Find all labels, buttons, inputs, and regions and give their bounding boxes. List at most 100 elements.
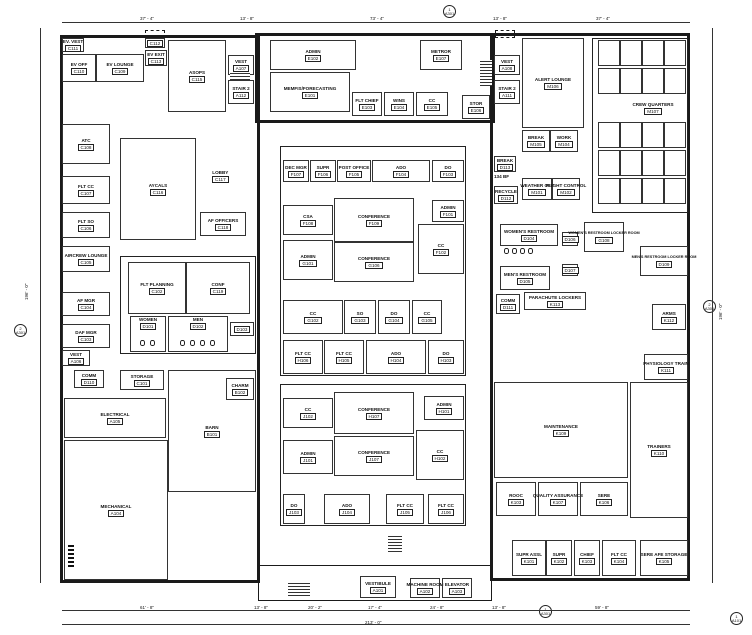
dim-overall: 213' - 0" [365, 620, 382, 625]
crew-bunk-4 [664, 40, 686, 66]
dim-bottom-4: 17' - 4" [368, 605, 382, 610]
room-d106: D106 [561, 232, 579, 246]
dim-bottom-6: 13' - 8" [492, 605, 506, 610]
crew-bunk-5 [598, 68, 620, 94]
toilet-fixture [140, 340, 145, 346]
crew-bunk-10 [620, 122, 642, 148]
crew-bunk-20 [664, 178, 686, 204]
crew-bunk-11 [642, 122, 664, 148]
toilet-fixture [210, 340, 215, 346]
dim-line-overall [62, 624, 690, 625]
stair-south-treads [388, 534, 402, 552]
crew-bunk-17 [598, 178, 620, 204]
dim-top-2: 13' - 8" [240, 16, 254, 21]
dim-top-1: 37' - 4" [140, 16, 154, 21]
toilet-fixture [200, 340, 205, 346]
dim-line-left [40, 28, 41, 583]
dim-top-3: 73' - 4" [370, 16, 384, 21]
dim-right-overall: 196' - 0" [718, 303, 723, 320]
crew-bunk-1 [598, 40, 620, 66]
exterior-wall-east-wing [490, 33, 690, 581]
toilet-fixture [520, 248, 525, 254]
crew-bunk-7 [642, 68, 664, 94]
dim-line-top [62, 22, 690, 23]
dim-top-5: 37' - 4" [596, 16, 610, 21]
crew-bunk-2 [620, 40, 642, 66]
toilet-fixture [150, 340, 155, 346]
crew-bunk-15 [642, 150, 664, 176]
stair-a111-treads [480, 60, 492, 86]
crew-bunk-9 [598, 122, 620, 148]
toilet-fixture [528, 248, 533, 254]
dim-bottom-1: 61' - 8" [140, 605, 154, 610]
crew-quarters-block [592, 38, 688, 213]
crew-bunk-19 [642, 178, 664, 204]
room-d107: D107 [561, 264, 579, 276]
dim-line-bottom [62, 610, 690, 611]
mechanical-equipment [68, 545, 74, 567]
crew-bunk-16 [664, 150, 686, 176]
toilet-fixture [504, 248, 509, 254]
crew-bunk-14 [620, 150, 642, 176]
